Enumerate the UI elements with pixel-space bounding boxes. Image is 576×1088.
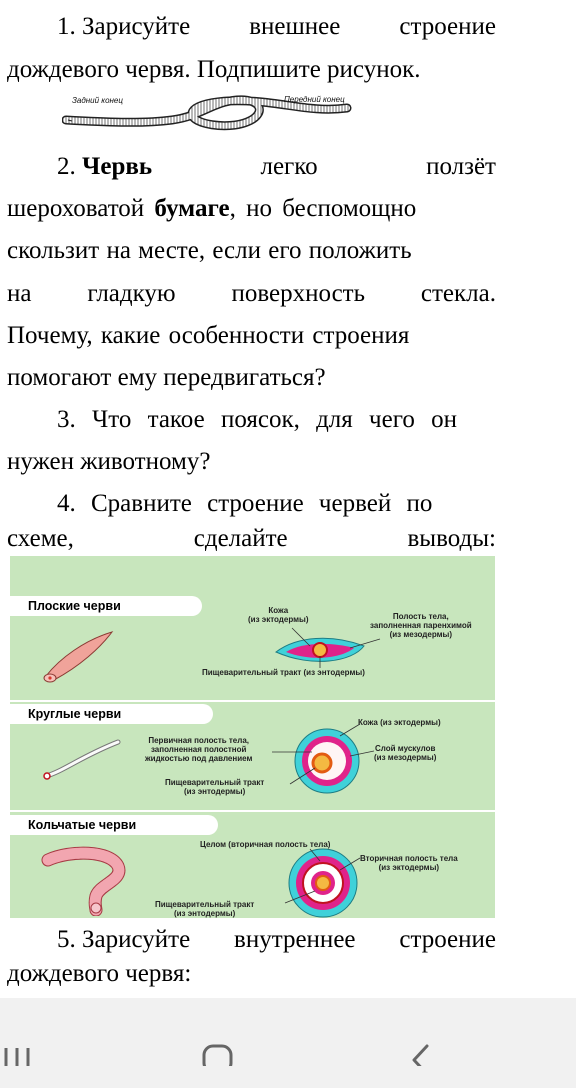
annelid-cross-section — [288, 848, 358, 918]
flatworm-drawing — [43, 631, 114, 683]
home-button[interactable] — [200, 1016, 260, 1074]
round-leader-lines — [272, 723, 375, 785]
round-digestive-label: Пищеварительный тракт (из энтодермы) — [165, 778, 265, 796]
annelid-leader-lines — [284, 848, 361, 904]
q5-line-1: 5. Зарисуйте внутреннее строение — [57, 926, 496, 953]
round-muscle-label: Слой мускулов (из мезодермы) — [374, 744, 437, 762]
back-icon — [412, 1044, 429, 1076]
flat-digestive-label: Пищеварительный тракт (из энтодермы) — [202, 668, 365, 677]
flat-leader-lines — [291, 627, 381, 668]
annelid-secondary-label: Вторичная полость тела (из эктодермы) — [360, 854, 458, 872]
q1-line-1: 1. Зарисуйте внешнее строение — [57, 13, 496, 40]
flat-skin-label: Кожа (из эктодермы) — [248, 606, 309, 624]
q2-line-5: Почему, какие особенности строения — [7, 322, 410, 349]
label-back-end: Задний конец — [72, 96, 123, 105]
q1-line-2: дождевого червя. Подпишите рисунок. — [7, 56, 421, 83]
flat-worms-title: Плоские черви — [10, 596, 202, 616]
earthworm-external-figure: Задний конец Передний конец — [61, 90, 352, 142]
q2-line-1: 2. Червь легко ползёт — [57, 153, 496, 180]
document: 1. Зарисуйте внешнее строение дождевого … — [7, 13, 496, 987]
q4-line-2: схеме, сделайте выводы: — [7, 525, 496, 552]
annelid-digestive-label: Пищеварительный тракт (из энтодермы) — [155, 900, 255, 918]
q2-line-2: шероховатой бумаге, но беспомощно — [7, 195, 417, 222]
separator-1 — [10, 700, 495, 702]
roundworm-cross-section — [294, 728, 360, 794]
home-icon — [202, 1044, 233, 1074]
annelid-drawing — [41, 846, 126, 916]
earthworm-drawing — [61, 95, 352, 131]
android-navigation-bar — [0, 998, 576, 1088]
q2-line-3: скользит на месте, если его положить — [7, 237, 412, 264]
recents-icon — [4, 1048, 30, 1074]
round-skin-label: Кожа (из эктодермы) — [358, 718, 441, 727]
back-button[interactable] — [405, 1016, 465, 1076]
flat-cavity-label: Полость тела, заполненная паренхимой (из… — [370, 612, 472, 639]
label-front-end: Передний конец — [284, 95, 345, 104]
round-worms-title: Круглые черви — [10, 704, 213, 724]
q3-line-1: 3. Что такое поясок, для чего он — [57, 406, 457, 433]
annelid-worms-title: Кольчатые черви — [10, 815, 218, 835]
round-cavity-label: Первичная полость тела, заполненная поло… — [145, 736, 253, 763]
q4-line-1: 4. Сравните строение червей по — [57, 490, 433, 517]
flatworm-cross-section — [275, 637, 365, 662]
annelid-coelom-label: Целом (вторичная полость тела) — [200, 840, 331, 849]
q5-line-2: дождевого червя: — [7, 960, 192, 987]
roundworm-drawing — [43, 739, 121, 780]
worm-types-diagram: Плоские черви Кожа (из эктодермы) Полост… — [10, 556, 495, 918]
q2-line-4: на гладкую поверхность стекла. — [7, 280, 496, 307]
recents-button[interactable] — [0, 1016, 60, 1074]
q3-line-2: нужен животному? — [7, 448, 211, 475]
q2-line-6: помогают ему передвигаться? — [7, 364, 326, 391]
separator-2 — [10, 810, 495, 812]
